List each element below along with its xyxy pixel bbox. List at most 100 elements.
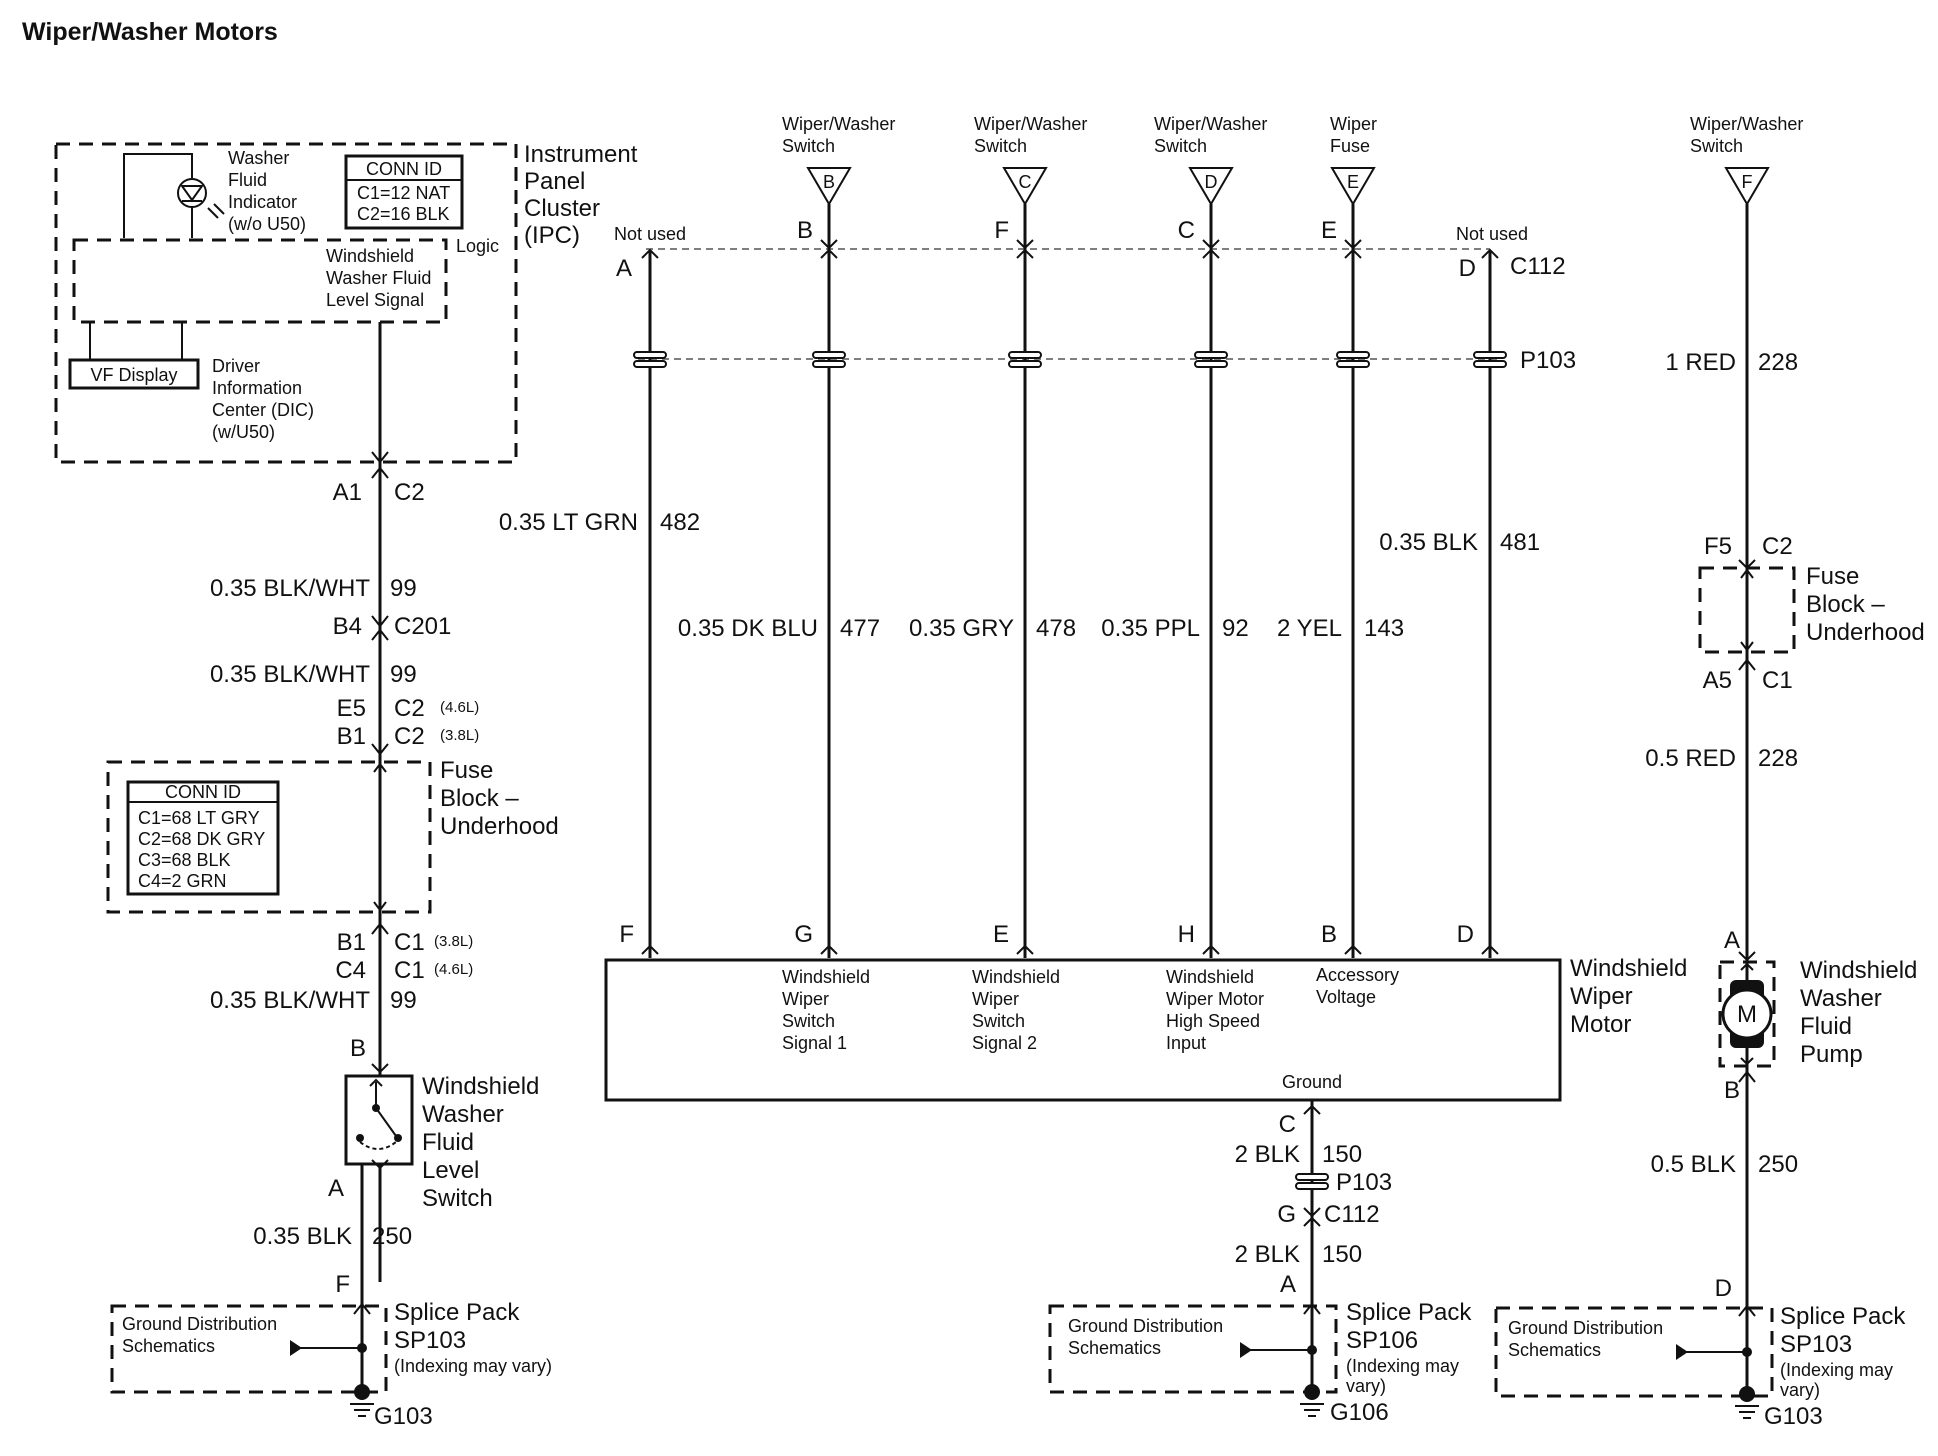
- arrow-icon: [373, 762, 387, 912]
- arrow-icon: [1303, 1302, 1321, 1315]
- fn-e-3: Switch: [972, 1011, 1025, 1031]
- fn-e-2: Wiper: [972, 989, 1019, 1009]
- c201-pin: B4: [333, 613, 362, 640]
- switch-pin-bottom: A: [328, 1175, 344, 1202]
- motor-pin-e: E: [993, 921, 1009, 948]
- connector-icon: [1481, 944, 1499, 955]
- left-ground-ref-1: Ground Distribution: [122, 1314, 277, 1334]
- dic-label-1: Driver: [212, 356, 260, 376]
- source-4-label-2: Fuse: [1330, 136, 1370, 156]
- pump-label-2: Washer: [1800, 985, 1882, 1012]
- source-3-label-1: Wiper/Washer: [1154, 114, 1267, 134]
- pump-motor-symbol: M: [1737, 1001, 1757, 1028]
- fuse-block-conn-id-table: CONN ID C1=68 LT GRY C2=68 DK GRY C3=68 …: [126, 780, 280, 896]
- sp106-ground-ref-2: Schematics: [1068, 1338, 1161, 1358]
- ground-point-icon: [1739, 1386, 1755, 1402]
- fb-top-note-1: (4.6L): [440, 699, 479, 716]
- indicator-label-4: (w/o U50): [228, 214, 306, 234]
- ipc-name-line-4: (IPC): [524, 222, 580, 249]
- sp106-ground-ref-1: Ground Distribution: [1068, 1316, 1223, 1336]
- circuit-477: 477: [840, 615, 880, 642]
- pump-ground-id: G103: [1764, 1403, 1823, 1430]
- source-3-terminal-icon: [1188, 167, 1234, 206]
- pump-wire1-circuit: 228: [1758, 349, 1798, 376]
- fb-bottom-conn-2: C1: [394, 957, 425, 984]
- fb-top-note-2: (3.8L): [440, 727, 479, 744]
- fb-bottom-pin-1: B1: [337, 929, 366, 956]
- pump-label-1: Windshield: [1800, 957, 1917, 984]
- connector-icon: [1344, 239, 1362, 259]
- indicator-wiring: [123, 153, 193, 238]
- pump-source-label-1: Wiper/Washer: [1690, 114, 1803, 134]
- ipc-conn: C2: [394, 479, 425, 506]
- ground-icon: [1300, 1403, 1324, 1417]
- gnd-c112: C112: [1324, 1201, 1380, 1228]
- connector-icon: [1303, 1207, 1321, 1227]
- circuit-143: 143: [1364, 615, 1404, 642]
- fn-h-4: Input: [1166, 1033, 1206, 1053]
- p103-label: P103: [1520, 347, 1576, 374]
- pump-splice-label-4: vary): [1780, 1380, 1820, 1400]
- top-pin-a: A: [616, 255, 632, 282]
- pump-splice-label-2: SP103: [1780, 1331, 1852, 1358]
- connector-icon: [1202, 239, 1220, 259]
- dic-label-3: Center (DIC): [212, 400, 314, 420]
- connector-icon: [1016, 944, 1034, 955]
- ipc-name-line-1: Instrument: [524, 141, 638, 168]
- connector-icon: [371, 922, 389, 935]
- circuit-481: 481: [1500, 529, 1540, 556]
- pump-pin-top: A: [1724, 927, 1740, 954]
- splice-dot-icon: [357, 1343, 367, 1353]
- ground-icon: [1735, 1405, 1759, 1419]
- splice-pin: F: [335, 1271, 350, 1298]
- pump-splice-pin: D: [1715, 1275, 1732, 1302]
- pump-wire2-circuit: 228: [1758, 745, 1798, 772]
- pump-source-pin: F: [1742, 172, 1753, 192]
- source-1-terminal-icon: [806, 167, 852, 206]
- wiper-motor-box: [604, 958, 1562, 1102]
- ground-point-icon: [1304, 1384, 1320, 1400]
- connector-icon: [1202, 944, 1220, 955]
- indicator-label-3: Indicator: [228, 192, 297, 212]
- pump-fb-top-conn: C2: [1762, 533, 1793, 560]
- pump-label-4: Pump: [1800, 1041, 1863, 1068]
- fn-h-2: Wiper Motor: [1166, 989, 1264, 1009]
- arrow-icon: [371, 1063, 389, 1074]
- fn-b-1: Accessory: [1316, 965, 1399, 985]
- connector-icon: [1303, 1104, 1321, 1115]
- gauge-143: 2 YEL: [1277, 615, 1342, 642]
- pump-ground-ref-2: Schematics: [1508, 1340, 1601, 1360]
- gnd-p103: P103: [1336, 1169, 1392, 1196]
- fb-top-conn-2: C2: [394, 723, 425, 750]
- ground-ref-arrow-icon: [290, 1340, 302, 1356]
- fn-h-1: Windshield: [1166, 967, 1254, 987]
- fn-g-3: Switch: [782, 1011, 835, 1031]
- gauge-477: 0.35 DK BLU: [678, 615, 818, 642]
- ipc-conn-id-header: CONN ID: [366, 159, 442, 179]
- not-used-left: Not used: [614, 224, 686, 244]
- source-2-label-1: Wiper/Washer: [974, 114, 1087, 134]
- fb-conn-id-row-4: C4=2 GRN: [138, 871, 227, 891]
- pump-wire3-gauge: 0.5 BLK: [1651, 1151, 1736, 1178]
- source-2-label-2: Switch: [974, 136, 1027, 156]
- p103-inline-icon: [1295, 1182, 1329, 1190]
- c201-conn: C201: [394, 613, 451, 640]
- left-ground-ref-2: Schematics: [122, 1336, 215, 1356]
- gnd-wire1-circuit: 150: [1322, 1141, 1362, 1168]
- sp106-boundary: [1048, 1304, 1338, 1394]
- left-fuse-block-label-3: Underhood: [440, 813, 559, 840]
- gnd-pin-g: G: [1277, 1201, 1296, 1228]
- arrow-icon: [1740, 568, 1754, 652]
- left-fuse-block-label-2: Block –: [440, 785, 519, 812]
- gnd-pin-c: C: [1279, 1111, 1296, 1138]
- p103-inline-icon: [1295, 1173, 1329, 1181]
- fn-g-1: Windshield: [782, 967, 870, 987]
- source-3: Wiper/Washer Switch D: [1154, 114, 1267, 206]
- ipc-component: Instrument Panel Cluster (IPC) Washer Fl…: [54, 141, 638, 464]
- connector-icon: [1481, 248, 1499, 259]
- left-circuit: A1 C2 0.35 BLK/WHT 99 B4 C201 0.35 BLK/W…: [106, 322, 559, 1298]
- arrow-icon: [1740, 962, 1754, 1066]
- source-1-pin: B: [823, 172, 835, 192]
- ground-icon: [350, 1403, 374, 1417]
- wire1-gauge: 0.35 BLK/WHT: [210, 575, 370, 602]
